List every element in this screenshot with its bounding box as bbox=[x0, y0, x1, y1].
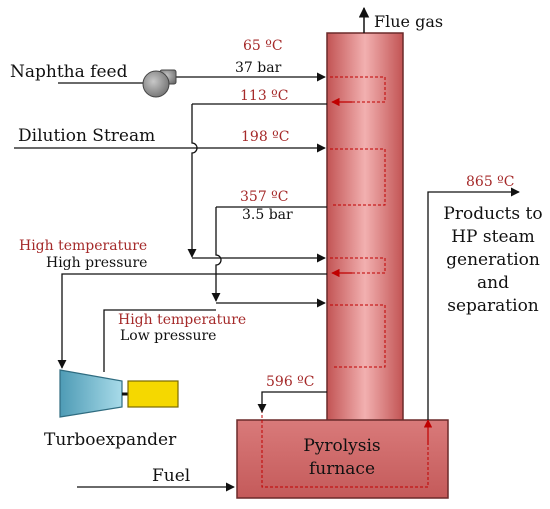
temp-113-label: 113 ºC bbox=[240, 88, 288, 104]
products-line-5: separation bbox=[447, 296, 539, 316]
temp-357-label: 357 ºC bbox=[240, 189, 288, 205]
turboexpander-icon bbox=[59, 369, 123, 418]
stream-357-down bbox=[211, 207, 222, 302]
products-line-3: generation bbox=[446, 250, 540, 270]
hp-to-turbine-line bbox=[57, 273, 327, 369]
lp-pressure-label: Low pressure bbox=[120, 328, 216, 344]
pressure-35-label: 3.5 bar bbox=[242, 207, 293, 223]
pyrolysis-furnace-box bbox=[236, 419, 449, 499]
pump-icon bbox=[142, 69, 177, 98]
convection-stack bbox=[326, 32, 404, 424]
products-line-4: and bbox=[477, 273, 509, 293]
pressure-37-label: 37 bar bbox=[235, 60, 282, 76]
stream-596-line bbox=[257, 391, 327, 413]
generator-icon bbox=[127, 380, 179, 408]
temp-596-label: 596 ºC bbox=[266, 374, 314, 390]
products-line-1: Products to bbox=[443, 204, 542, 224]
hp-pressure-label: High pressure bbox=[46, 255, 147, 271]
furnace-label-1: Pyrolysis bbox=[303, 436, 380, 456]
convection-coils bbox=[261, 76, 429, 488]
stream-113-down bbox=[187, 104, 198, 258]
products-line bbox=[427, 187, 520, 420]
fuel-label: Fuel bbox=[152, 466, 190, 486]
furnace-label-2: furnace bbox=[309, 459, 375, 479]
products-line-2: HP steam bbox=[451, 227, 535, 247]
lp-temperature-label: High temperature bbox=[118, 312, 246, 328]
temp-865-label: 865 ºC bbox=[466, 174, 514, 190]
dilution-stream-label: Dilution Stream bbox=[18, 126, 155, 146]
naphtha-feed-label: Naphtha feed bbox=[10, 62, 128, 82]
hp-temperature-label: High temperature bbox=[19, 238, 147, 254]
flue-gas-label: Flue gas bbox=[374, 12, 443, 31]
temp-65-label: 65 ºC bbox=[243, 38, 283, 54]
turbine-exhaust-line bbox=[103, 309, 216, 372]
temp-198-label: 198 ºC bbox=[241, 129, 289, 145]
turboexpander-label: Turboexpander bbox=[44, 430, 177, 450]
